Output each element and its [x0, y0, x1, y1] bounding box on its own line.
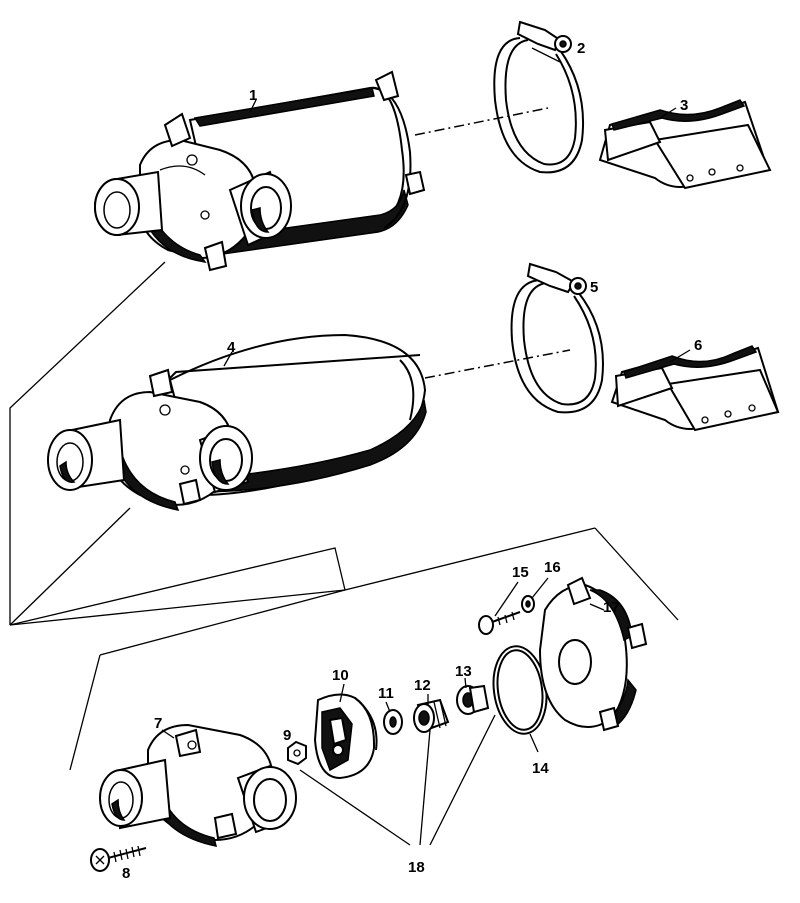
centerline-1	[414, 107, 549, 136]
part-2-hose-clamp	[493, 20, 585, 174]
callout-6: 6	[694, 337, 702, 354]
part-3-mounting-bracket	[598, 99, 772, 190]
part-13-plug	[456, 684, 490, 715]
part-4-bullet-housing-assembly	[47, 333, 427, 512]
callout-16: 16	[544, 559, 561, 576]
part-8-screw	[90, 845, 147, 872]
callout-2: 2	[577, 40, 585, 57]
callout-18: 18	[408, 859, 425, 876]
callout-10: 10	[332, 667, 349, 684]
callout-13: 13	[455, 663, 472, 680]
callout-leaders	[161, 99, 691, 753]
part-18-leader-lines	[299, 714, 496, 846]
part-12-sensor	[413, 698, 450, 733]
callout-3: 3	[680, 97, 688, 114]
callout-7: 7	[154, 715, 162, 732]
part-5-hose-clamp	[510, 262, 604, 414]
part-6-mounting-bracket	[610, 345, 780, 432]
part-15-screw	[478, 611, 521, 635]
callout-9: 9	[283, 727, 291, 744]
callout-1: 1	[249, 87, 257, 104]
part-11-washer	[383, 709, 403, 735]
part-10-thermostat	[313, 693, 378, 780]
callout-14: 14	[532, 760, 549, 777]
callout-12: 12	[414, 677, 431, 694]
part-17-housing-cover	[538, 576, 648, 732]
callout-8: 8	[122, 865, 130, 882]
centerline-2	[424, 349, 571, 379]
part-1-cylinder-assembly	[94, 70, 426, 272]
callout-17: 17	[603, 599, 620, 616]
callout-11: 11	[378, 685, 394, 702]
part-7-outlet-housing	[99, 723, 297, 847]
part-9-bleed-nut	[287, 740, 307, 766]
grouping-leader-lines	[9, 261, 679, 771]
callout-5: 5	[590, 279, 598, 296]
callout-4: 4	[227, 339, 236, 356]
callout-15: 15	[512, 564, 529, 581]
part-16-washer	[521, 595, 535, 613]
